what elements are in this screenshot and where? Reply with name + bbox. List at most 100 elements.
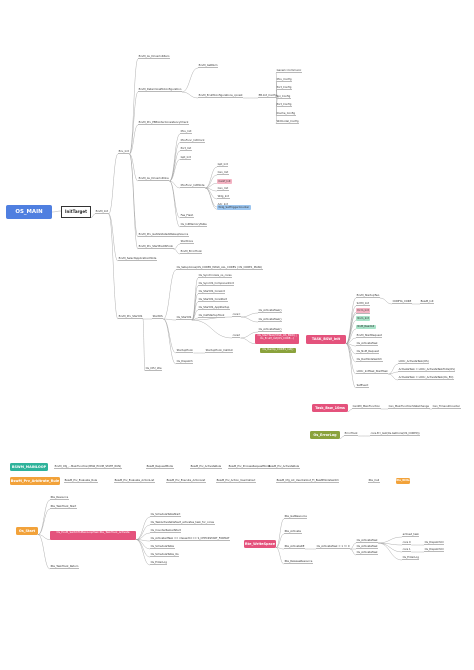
node-bswm-main-item-5[interactable]: BswM_Prv_ActivateRule [268, 465, 300, 470]
node-task-init-seteven[interactable]: SetEvent [356, 384, 369, 389]
node-err-get[interactable]: core.Err_Get(Os.GetCore(OS_CORE0)) [370, 432, 421, 437]
node-os-start-item-2[interactable]: Os_TaskActivateDefault_activates_task_fo… [150, 521, 215, 526]
node-os-call-1[interactable]: Os_Synchronize_os_cores [198, 274, 233, 279]
node-cansm-main[interactable]: CanSM_MainFunction [352, 405, 381, 410]
node-ret-label[interactable]: Os_ActivateTask = 1 != 0 [316, 545, 351, 550]
node-rte-item-1[interactable]: LOOc_ActivateTask(OS) [398, 360, 430, 365]
node-rte-write-item-4[interactable]: Rte_ReleaseResource [284, 560, 313, 565]
node-wdg-trigger-counter[interactable]: Wdg_SetTriggerCounter [217, 205, 251, 210]
node-os-dispatch[interactable]: Os_Dispatch [176, 360, 194, 365]
section-task-10ms[interactable]: Task_Bsw_10ms [312, 404, 348, 412]
node-bswm-arb-item-2[interactable]: BswM_Prv_Evaluate_ActionList [114, 479, 155, 484]
node-select-app-mode[interactable]: EcuM_SelectApplicationMode [118, 257, 157, 262]
node-mcu-item-2[interactable]: Can_Init [217, 171, 229, 176]
node-rte-item-3[interactable]: ActivateTask = LOOc_ActivateTask(Os_EO) [398, 376, 455, 381]
node-start-pre-os-hook[interactable]: EcuM_Prv_StartPreOSHook [138, 245, 174, 250]
node-rte-ret-item-2[interactable]: Os_ActivateTask [356, 545, 379, 550]
node-rte-taskhook-start[interactable]: Rte_TaskHook_Start [50, 505, 77, 510]
node-os-call-2[interactable]: Os_SyncOS_ComponentInit [198, 282, 235, 287]
node-mcu-item-5[interactable]: Wdg_Init [217, 195, 230, 200]
node-can-timeout[interactable]: Can_TimeoutCounter [432, 405, 461, 410]
section-rte-writespace[interactable]: Rte_WriteSpace [244, 540, 276, 548]
node-start-os-inner[interactable]: StartOS [152, 315, 164, 320]
node-bswm-arb-item-3[interactable]: BswM_Prv_Execute_ActionList [166, 479, 206, 484]
node-d1-item-4[interactable]: Gpt_Init [180, 155, 192, 160]
node-os-start-item-6[interactable]: Os_ScheduleTable_Os [150, 553, 180, 558]
node-get-num[interactable]: EcuM_GetNum [198, 64, 219, 69]
node-config-core[interactable]: CONFIG_CORE [392, 300, 412, 305]
init-target-node[interactable]: InitTarget [61, 206, 91, 218]
node-bswm-init-mode[interactable]: BswM_Init [420, 300, 435, 305]
node-startup-callout[interactable]: StartupHook_CallOut [205, 349, 234, 354]
node-task-init-hl-1[interactable]: Dcm_Init [356, 308, 371, 313]
node-task-init-hl-3[interactable]: NvM_ReadAll [356, 324, 376, 330]
node-bswm-arb-item-6[interactable]: Rte_Call [368, 479, 380, 484]
olive-core1-box[interactable]: Os_RunUp_CORE1_Init() [260, 348, 296, 353]
node-rte-dispatch-2[interactable]: Os_DispatchOr [424, 548, 445, 553]
node-bswm-main-item-3[interactable]: BswM_Prv_ActivateRule [190, 465, 222, 470]
node-os-call-4[interactable]: Os_StartOS_CoreStart [198, 298, 228, 303]
section-os-errorlog[interactable]: Os_ErrorLog [310, 431, 340, 439]
node-d1-item-1[interactable]: Mcu_Init [180, 130, 192, 135]
section-bswm-mainloop[interactable]: BSWM_MAINLOOP [10, 463, 48, 471]
node-os-start-item-1[interactable]: Os_ScheduleTableStart [150, 513, 181, 518]
node-task-init-item-2[interactable]: SchM_Init [356, 302, 370, 307]
node-task-init-rte[interactable]: LOOc_InitTask_StartTask [356, 370, 389, 375]
node-can-state-change[interactable]: Can_MainFunctionStateChange [388, 405, 430, 410]
node-rte-taskhook-return[interactable]: Rte_TaskHook_Return [50, 565, 80, 570]
node-rte-ret-item-3[interactable]: Os_ActivateTask [356, 551, 379, 556]
node-os-start-item-4[interactable]: Os_ActivatedTask == rdeventId == S_CHECK… [150, 537, 231, 542]
node-core-b[interactable]: core2 [232, 334, 241, 339]
node-os-startos[interactable]: Os_StartOS [176, 316, 192, 321]
node-d1-tail-2[interactable]: Os_InitMemoryTable [180, 223, 208, 228]
node-pb-item-6[interactable]: ICache_Config [276, 111, 296, 116]
node-task-init-more-4[interactable]: Os_RunModeSwitch [356, 358, 383, 363]
node-mcu-item-1[interactable]: Gpt_Init [217, 163, 229, 168]
node-os-call-3[interactable]: Os_StartOS_CoreInit [198, 290, 226, 295]
node-core-a-item-1[interactable]: Os_ActivateTask() [258, 309, 283, 314]
node-pb-item-5[interactable]: Port_Config [276, 103, 292, 108]
node-error-hook[interactable]: ErrorHook [344, 432, 359, 437]
rte-write-tag[interactable]: Rte_Write [396, 478, 410, 484]
section-task-bsw-init[interactable]: TASK_BSW_Init [306, 335, 346, 344]
node-mcu-item-3[interactable]: CanIf_Init [217, 179, 232, 184]
node-pb-callout[interactable]: EcuM_EcuMConfigurations_cpcast [198, 94, 244, 99]
node-bswm-arb-item-1[interactable]: BswM_Prv_Evaluate_Rule [64, 479, 98, 484]
node-rte-ret-item-1[interactable]: Os_ActivateTask [356, 539, 379, 544]
node-rte-write-item-1[interactable]: Rte_GetResource [284, 515, 308, 520]
node-ecum-init[interactable]: EcuM_Init [95, 210, 109, 215]
node-os-start-item-3[interactable]: Os_CounterReloadStart [150, 529, 182, 534]
node-d1-tail-1[interactable]: Fee_Flash [180, 214, 194, 219]
pink-switch-mainloop-box[interactable]: Os_EcuM_SwitchToMainLoopTask Rte_TaskHoo… [50, 531, 136, 540]
node-driver-init-zero[interactable]: EcuM_AL_DriverInitZero [138, 55, 171, 60]
node-os-call-5[interactable]: Os_StartOS_AppStartup [198, 306, 230, 311]
node-bswm-arb-item-4[interactable]: BswM_Prv_Action_UserCallout [216, 479, 256, 484]
node-pb-item-3[interactable]: Port_Config [276, 86, 292, 91]
section-bswm-arbitrate[interactable]: BswM_Prv_Arbitrate_Rule [10, 477, 60, 485]
node-start-core[interactable]: StartCore [180, 240, 194, 245]
node-core-b-item-1[interactable]: Os_ActivateTask() [258, 328, 283, 333]
node-core-a-item-2[interactable]: Os_ActivateTask() [258, 318, 283, 323]
node-d1-item-2[interactable]: McuFunc_InitClock [180, 138, 206, 143]
node-start-os[interactable]: EcuM_Prv_StartOS [118, 315, 143, 320]
node-rte-item-2[interactable]: ActivateTask = LOOc_ActivateTaskToOs(OS) [398, 368, 456, 373]
node-os-call-6[interactable]: Os_CallStartupHook [198, 314, 225, 319]
node-pb-check[interactable]: EcuM_Prv_PBPointerConsistencyCheck [138, 121, 189, 126]
node-task-init-hl-2[interactable]: Nvm_Init [356, 316, 371, 321]
node-task-init-more-1[interactable]: EcuM_StartRequest [356, 334, 383, 339]
node-ecum-error-hook[interactable]: EcuM_ErrorHook [180, 250, 203, 255]
node-rte-resource[interactable]: Rte_Resource [50, 496, 69, 501]
node-rte-lvl-2[interactable]: core 0 [402, 541, 412, 546]
node-determine-pb-config[interactable]: EcuM_DeterminePbConfiguration [138, 88, 182, 93]
node-os-cpu-idle[interactable]: Os_CPU_Idle [145, 367, 163, 372]
node-core-a[interactable]: core= [232, 313, 241, 318]
node-os-start-item-7[interactable]: Os_EnterLog [150, 561, 168, 566]
node-task-init-more-3[interactable]: Os_NvM_Request [356, 350, 380, 355]
node-rte-dispatch-1[interactable]: Os_DispatchOr [424, 541, 445, 546]
node-pb-item-4[interactable]: Spi_Config [276, 94, 291, 99]
node-bswm-arb-item-5[interactable]: BswM_Cfg_AC_UserCallout_FI_BswMModeSwitc… [276, 479, 340, 484]
root-node-os-main[interactable]: OS_MAIN [6, 205, 52, 219]
node-rte-write-item-3[interactable]: Rte_ActivateRE [284, 545, 305, 550]
node-d1-item-3[interactable]: Port_Init [180, 147, 192, 152]
node-bswm-main-item-2[interactable]: BswM_RequestMode [146, 465, 174, 470]
